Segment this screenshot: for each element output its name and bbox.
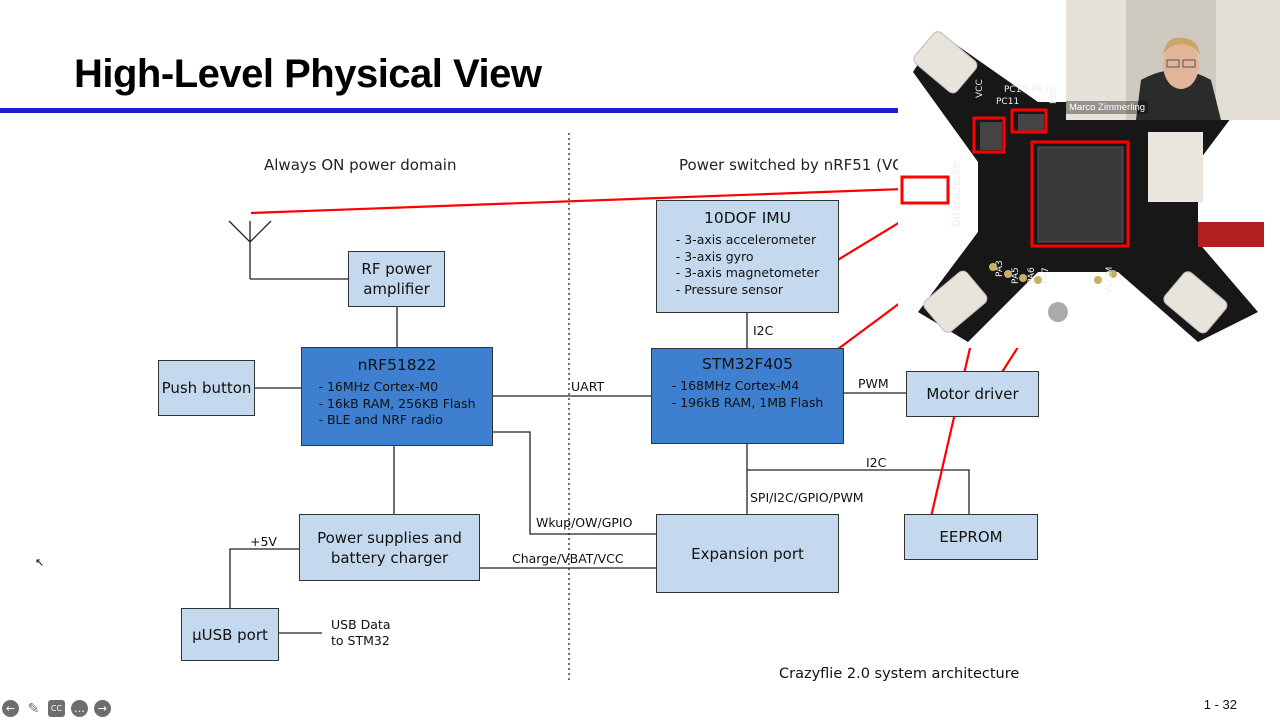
silk-vcc: VCC <box>975 79 985 98</box>
nrf51822-block: nRF51822 - 16MHz Cortex-M0 - 16kB RAM, 2… <box>301 347 493 446</box>
presenter-name: Marco Zimmerling <box>1066 101 1149 114</box>
expansion-port-label: Expansion port <box>691 544 804 563</box>
highlight-mcu-box <box>1030 140 1130 248</box>
stm-spec: - 168MHz Cortex-M4 <box>671 378 800 393</box>
highlight-antenna-box <box>900 175 950 205</box>
expansion-port-block: Expansion port <box>656 514 839 593</box>
mouse-cursor-icon: ↖ <box>35 556 45 569</box>
power-supplies-block: Power supplies and battery charger <box>299 514 480 581</box>
stm-title: STM32F405 <box>702 355 793 373</box>
more-icon[interactable]: … <box>71 700 88 717</box>
forward-icon[interactable]: → <box>94 700 111 717</box>
nrf-spec: - BLE and NRF radio <box>318 412 443 427</box>
pwm-label: PWM <box>858 376 889 391</box>
i2c-imu-label: I2C <box>753 323 774 338</box>
imu-spec: - Pressure sensor <box>675 281 784 297</box>
silk-brand: bitcraze.se <box>949 161 963 227</box>
figure-caption: Crazyflie 2.0 system architecture <box>779 666 1020 682</box>
usb-data-label: USB Data to STM32 <box>331 617 391 648</box>
back-icon[interactable]: ← <box>2 700 19 717</box>
silk-pb6: PB6 <box>1049 86 1059 104</box>
silk-pc11: PC11 <box>996 97 1019 107</box>
slide-title: High-Level Physical View <box>74 52 542 96</box>
stm-spec: - 196kB RAM, 1MB Flash <box>671 394 824 410</box>
nrf-spec: - 16MHz Cortex-M0 <box>318 379 439 394</box>
title-rule <box>0 108 1280 113</box>
rf-amp-label: RF power amplifier <box>361 260 432 298</box>
eeprom-block: EEPROM <box>904 514 1038 560</box>
imu-spec: - 3-axis gyro <box>675 248 754 264</box>
nrf-title: nRF51822 <box>357 356 437 374</box>
slideshow-controls: ← ✎ CC … → <box>2 700 111 717</box>
region-label-always-on: Always ON power domain <box>264 156 457 174</box>
highlight-line-antenna <box>250 187 905 215</box>
imu-spec: - 3-axis magnetometer <box>675 265 820 280</box>
motor-driver-block: Motor driver <box>906 371 1039 417</box>
usb-port-block: µUSB port <box>181 608 279 661</box>
pen-icon[interactable]: ✎ <box>27 700 40 717</box>
rf-power-amplifier-block: RF power amplifier <box>348 251 445 307</box>
stm32f405-block: STM32F405 - 168MHz Cortex-M4 - 196kB RAM… <box>651 348 844 444</box>
presenter-webcam: Marco Zimmerling <box>1066 0 1280 120</box>
silk-vcom: VCOM <box>1105 267 1115 294</box>
silk-pa7: PA7 <box>1041 267 1051 284</box>
nrf-spec: - 16kB RAM, 256KB Flash <box>318 395 476 411</box>
spi-label: SPI/I2C/GPIO/PWM <box>750 490 864 505</box>
imu-title: 10DOF IMU <box>704 209 791 227</box>
plus5v-label: +5V <box>250 534 277 549</box>
motor-driver-label: Motor driver <box>926 385 1019 403</box>
silk-pb7: PB7 <box>1032 85 1049 95</box>
presenter-video <box>1066 0 1280 120</box>
usb-port-label: µUSB port <box>192 625 268 644</box>
highlight-imu-box <box>972 116 1006 154</box>
push-button-block: Push button <box>158 360 255 416</box>
push-button-label: Push button <box>161 379 252 397</box>
wkup-label: Wkup/OW/GPIO <box>536 515 633 530</box>
power-supplies-label: Power supplies and battery charger <box>317 528 462 567</box>
imu-spec: - 3-axis accelerometer <box>675 232 817 247</box>
uart-label: UART <box>571 379 605 394</box>
highlight-motor-box <box>1010 108 1048 134</box>
region-label-power-switched: Power switched by nRF51 (VCC) <box>679 156 920 174</box>
eeprom-label: EEPROM <box>939 528 1003 546</box>
silk-pa5: PA5 <box>1011 267 1021 284</box>
charge-label: Charge/VBAT/VCC <box>512 551 624 566</box>
silk-pa3: PA3 <box>995 260 1005 277</box>
i2c-eeprom-label: I2C <box>866 455 887 470</box>
imu-block: 10DOF IMU - 3-axis accelerometer - 3-axi… <box>656 200 839 313</box>
silk-pc10: PC10 <box>1004 85 1027 95</box>
captions-icon[interactable]: CC <box>48 700 65 717</box>
silk-pa6: PA6 <box>1027 267 1037 284</box>
page-number: 1 - 32 <box>1203 697 1237 712</box>
